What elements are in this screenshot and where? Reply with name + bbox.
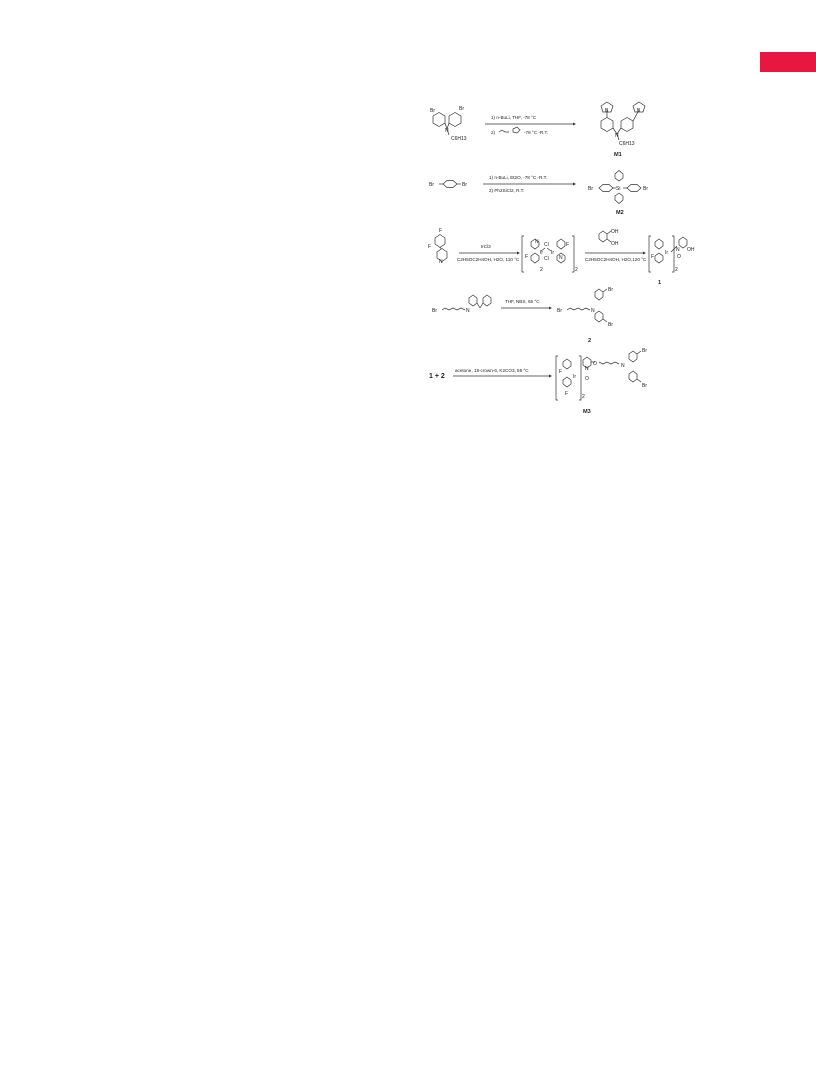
- row3-reagent-oh-top: OH: [611, 229, 619, 235]
- row3-condition-3: C2H5OC2H4OH, H2O,120 °C: [585, 257, 647, 262]
- row3-dimer-n-right: N: [559, 255, 563, 261]
- row1-product-n: N: [615, 133, 619, 139]
- row4-reactant-bromohexylcarbazole: Br N: [432, 294, 492, 314]
- row4-condition-1: THF, NBS, 65 °C: [505, 299, 540, 304]
- row2-condition-1: 1) n-BuLi, Et2O, -78 °C -R.T.: [489, 175, 547, 180]
- row4-product-n: N: [591, 308, 595, 314]
- row5-product-n-carbazole: N: [621, 363, 625, 369]
- row5-product-f-top: F: [559, 369, 562, 375]
- row3-reactant-difluorophenylpyridine: F F N: [428, 228, 448, 265]
- row3-dimer-cl-bottom: Cl: [544, 256, 549, 262]
- row1-reactant-carbazole: Br Br N C6H13: [430, 106, 467, 142]
- row3-product-f: F: [651, 254, 654, 260]
- synthesis-scheme-figure: Br Br N C6H13 1) n-BuLi, THF, -78 °C 2) …: [425, 88, 697, 428]
- row1-product-b-left: B: [605, 108, 609, 114]
- row5-product-o-ether: O: [593, 361, 597, 367]
- row5-product-br-top: Br: [642, 348, 647, 354]
- row4-product-br-bottom: Br: [608, 322, 613, 328]
- row2-reactant-br-right: Br: [462, 182, 467, 188]
- row5-product-o-ring: O: [585, 376, 589, 382]
- row1-reactant-br-left: Br: [430, 108, 435, 114]
- row3-dimer-sub-left: 2: [540, 267, 543, 273]
- row3-product-ir: Ir: [665, 250, 668, 256]
- row1-product-m1: B B N C6H13: [600, 101, 646, 147]
- row3-dimer-cl-top: Cl: [544, 242, 549, 248]
- row3-reactant-f2: F: [428, 244, 431, 250]
- row2-product-br-left: Br: [588, 186, 593, 192]
- row4-product-2: Br N Br Br: [557, 287, 613, 328]
- row3-product-n: N: [676, 247, 680, 253]
- row1-reactant-n: N: [445, 128, 449, 134]
- row4-product-label: 2: [588, 338, 591, 344]
- row4-product-br-left: Br: [557, 308, 562, 314]
- row5-condition-1: acetone, 18-crown-6, K2CO3, 55 °C: [455, 368, 529, 373]
- row4-reactant-br: Br: [432, 308, 437, 314]
- row3-dimer-f-right: F: [566, 242, 569, 248]
- row5-product-n: N: [585, 366, 589, 372]
- row3-condition-1: IrCl3: [481, 244, 491, 249]
- row3-dimer-n-left: N: [535, 239, 539, 245]
- row1-condition-2b: -78 °C -R.T.: [524, 130, 548, 135]
- row3-product-o: O: [677, 254, 681, 260]
- row1-reactant-br-right: Br: [459, 106, 464, 112]
- row3-hydroxypicolinic-acid: OH OH: [598, 229, 619, 247]
- row4-reactant-n: N: [466, 308, 470, 314]
- row2-reactant-br-left: Br: [429, 182, 434, 188]
- accent-tab: [760, 52, 816, 72]
- row1-borate-reagent: [498, 126, 521, 134]
- row1-condition-2: 2): [491, 130, 496, 135]
- row1-product-b-right: B: [637, 108, 641, 114]
- row3-product-1: Ir N O OH F 2: [648, 235, 695, 273]
- row2-product-label: M2: [616, 210, 624, 216]
- row1-product-chain: C6H13: [619, 141, 635, 147]
- row3-reactant-f1: F: [439, 228, 442, 234]
- row2-reactant-dibromobenzene: Br Br: [429, 180, 467, 188]
- row3-product-label: 1: [658, 280, 661, 286]
- row1-condition-1: 1) n-BuLi, THF, -78 °C: [491, 115, 537, 120]
- row3-product-oh: OH: [687, 247, 695, 253]
- row5-product-label: M3: [583, 409, 591, 415]
- row1-product-label: M1: [614, 152, 622, 158]
- row3-product-sub: 2: [675, 267, 678, 273]
- row5-product-f-bottom: F: [565, 391, 568, 397]
- row2-condition-2: 2) Ph2SiCl2, R.T.: [489, 188, 524, 193]
- row5-product-sub: 2: [582, 394, 585, 400]
- row5-product-br-bottom: Br: [642, 383, 647, 389]
- row2-product-br-right: Br: [643, 186, 648, 192]
- row3-dimer-sub-right: 2: [575, 267, 578, 273]
- row4-product-br-top: Br: [608, 287, 613, 293]
- row3-dimer-ir-left: Ir: [540, 250, 543, 256]
- row5-product-ir: Ir: [573, 374, 576, 380]
- row2-product-si: Si: [616, 186, 620, 192]
- row3-dimer-ir-right: Ir: [551, 250, 554, 256]
- row3-reactant-n: N: [439, 259, 443, 265]
- row1-reactant-chain: C6H13: [451, 136, 467, 142]
- row3-iridium-dimer: Ir Ir Cl Cl F F N N 2 2: [521, 235, 578, 273]
- row3-dimer-f-left: F: [525, 254, 528, 260]
- row5-product-m3: Ir N O O F F N Br Br 2: [555, 348, 647, 401]
- row3-condition-2: C2H5OC2H4OH, H2O, 110 °C: [457, 257, 520, 262]
- row5-reactants: 1 + 2: [429, 373, 445, 380]
- row2-product-m2: Br Si Br: [588, 170, 648, 204]
- row3-reagent-oh-bottom: OH: [611, 241, 619, 247]
